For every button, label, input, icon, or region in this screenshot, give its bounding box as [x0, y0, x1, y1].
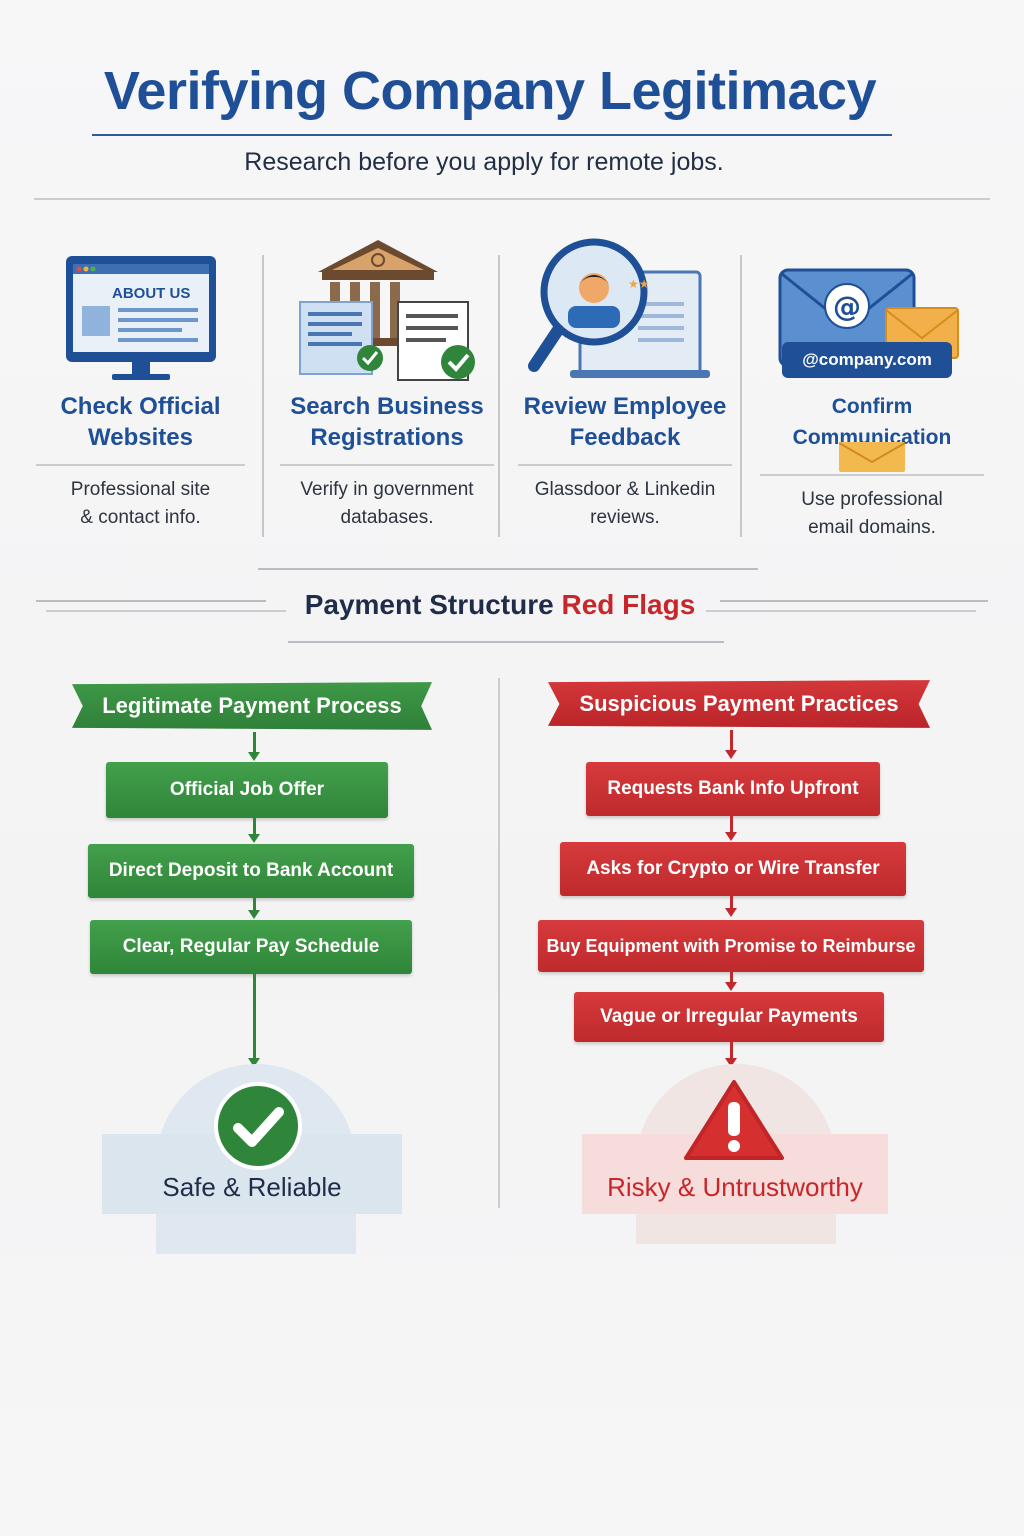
- column-title: Confirm Communication: [792, 395, 952, 449]
- column-divider: [498, 255, 500, 537]
- page-subtitle: Research before you apply for remote job…: [244, 148, 724, 176]
- column-divider: [262, 255, 264, 537]
- flow-divider: [498, 678, 500, 1208]
- safe-result-label: Safe & Reliable: [162, 1172, 342, 1202]
- legit-step: Direct Deposit to Bank Account: [88, 844, 414, 898]
- suspicious-step: Asks for Crypto or Wire Transfer: [560, 842, 906, 896]
- legit-banner: Legitimate Payment Process: [72, 682, 432, 730]
- bank-documents-check-icon: [272, 230, 502, 390]
- warning-triangle-icon: [682, 1078, 786, 1167]
- confirm-communication-column: @ @company.com Confirm Communication Use…: [752, 230, 992, 542]
- header-divider: [34, 198, 990, 200]
- suspicious-step: Requests Bank Info Upfront: [586, 762, 880, 816]
- suspicious-step: Buy Equipment with Promise to Reimburse: [538, 920, 924, 972]
- suspicious-banner: Suspicious Payment Practices: [548, 680, 930, 728]
- magnifier-profile-icon: ★★: [510, 230, 740, 390]
- svg-text:★★: ★★: [628, 277, 650, 291]
- legit-step: Clear, Regular Pay Schedule: [90, 920, 412, 974]
- domain-label: @company.com: [802, 350, 932, 369]
- monitor-about-us-icon: ABOUT US: [28, 230, 253, 390]
- section-title: Payment Structure Red Flags: [304, 589, 696, 620]
- email-at-icon: @ @company.com: [752, 230, 992, 390]
- title-divider: [92, 134, 892, 136]
- page-title: Verifying Company Legitimacy: [103, 61, 877, 121]
- risk-result-label: Risky & Untrustworthy: [607, 1172, 863, 1202]
- svg-text:@: @: [833, 290, 861, 323]
- check-circle-icon: [212, 1080, 304, 1177]
- legit-step: Official Job Offer: [106, 762, 388, 818]
- about-us-label: ABOUT US: [112, 285, 191, 302]
- envelope-icon: [752, 442, 992, 472]
- column-description: Professional site& contact info.: [70, 479, 211, 528]
- column-divider: [740, 255, 742, 537]
- suspicious-step: Vague or Irregular Payments: [574, 992, 884, 1042]
